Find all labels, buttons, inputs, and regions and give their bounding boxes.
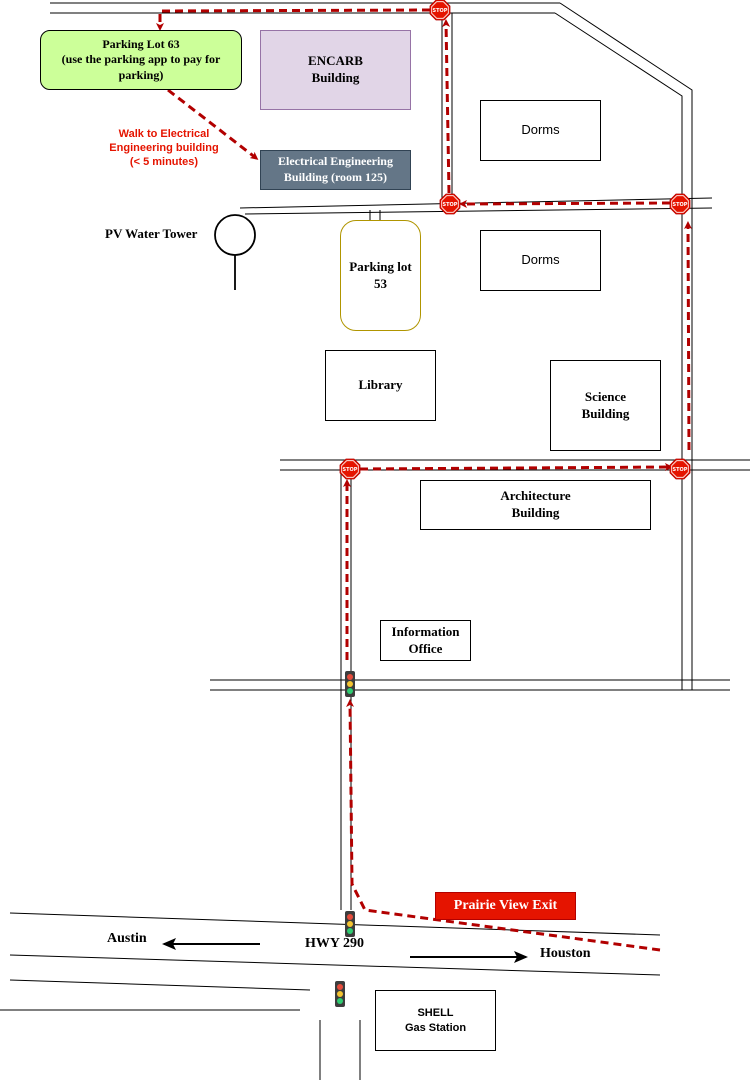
encarb-building[interactable]: ENCARB Building (260, 30, 411, 110)
parking-lot-53[interactable]: Parking lot 53 (340, 220, 421, 331)
stop-sign-text: STOP (343, 467, 358, 473)
water-tower-label: PV Water Tower (105, 226, 198, 241)
dorms-building-south[interactable]: Dorms (480, 230, 601, 291)
library-building[interactable]: Library (325, 350, 436, 421)
traffic-light-icon (335, 981, 345, 1007)
austin-label: Austin (107, 931, 147, 946)
prairie-view-exit-sign: Prairie View Exit (435, 892, 576, 920)
stop-sign-icon: STOP (439, 193, 461, 215)
stop-sign-icon: STOP (429, 0, 451, 21)
science-building[interactable]: Science Building (550, 360, 661, 451)
stop-sign-icon: STOP (669, 193, 691, 215)
traffic-light-icon (345, 671, 355, 697)
stop-sign-text: STOP (443, 202, 458, 208)
walking-route (167, 88, 259, 160)
hwy-290-label: HWY 290 (305, 936, 364, 951)
stop-sign-text: STOP (673, 467, 688, 473)
traffic-light-icon (345, 911, 355, 937)
architecture-building[interactable]: Architecture Building (420, 480, 651, 530)
information-office[interactable]: Information Office (380, 620, 471, 661)
driving-route (156, 8, 693, 952)
water-tower-icon (214, 214, 256, 290)
stop-sign-icon: STOP (669, 458, 691, 480)
walk-note: Walk to Electrical Engineering building … (109, 128, 219, 168)
stop-sign-icon: STOP (339, 458, 361, 480)
houston-label: Houston (540, 946, 591, 961)
shell-gas-station[interactable]: SHELL Gas Station (375, 990, 496, 1051)
electrical-engineering-building[interactable]: Electrical Engineering Building (room 12… (260, 150, 411, 190)
dorms-building-north[interactable]: Dorms (480, 100, 601, 161)
stop-sign-text: STOP (673, 202, 688, 208)
stop-sign-text: STOP (433, 8, 448, 14)
parking-lot-63[interactable]: Parking Lot 63 (use the parking app to p… (40, 30, 242, 90)
